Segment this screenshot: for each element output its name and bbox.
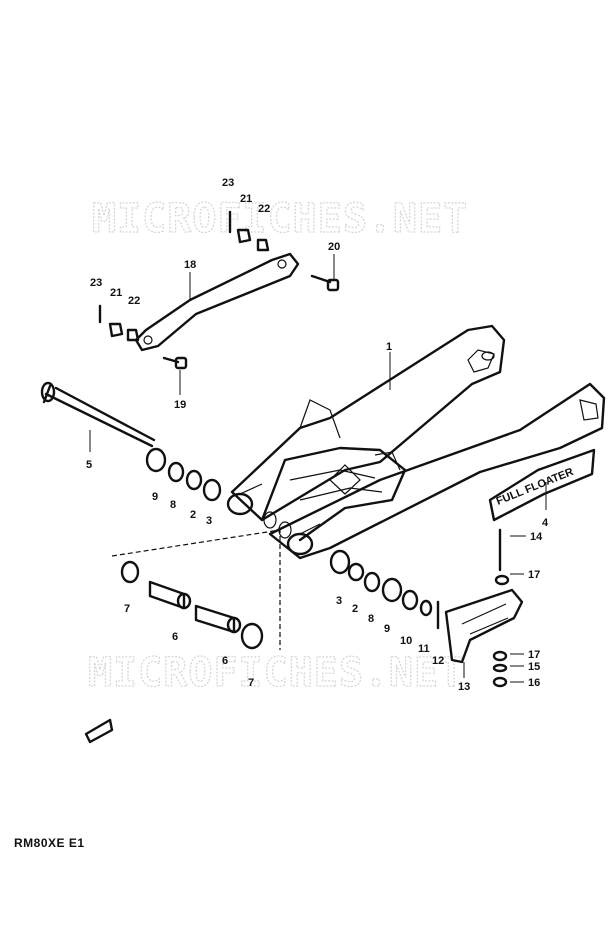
label-3b: 3 [336, 595, 342, 607]
label-17b: 17 [528, 649, 540, 661]
leader-lines [89, 254, 547, 683]
label-17a: 17 [528, 569, 540, 581]
swingarm-decal: FULL FLOATER [488, 448, 596, 522]
label-8a: 8 [170, 499, 176, 511]
label-12: 12 [432, 655, 444, 667]
watermark-top: MICROFICHES.NET [92, 196, 468, 242]
diagram-code: RM80XE E1 [14, 836, 85, 850]
label-20: 20 [328, 241, 340, 253]
label-2a: 2 [190, 509, 196, 521]
part-labels: 1 2 2 3 3 4 5 6 6 7 7 8 8 9 9 10 11 12 1… [86, 177, 549, 693]
label-5: 5 [86, 459, 92, 471]
label-21b: 21 [110, 287, 122, 299]
label-23a: 23 [222, 177, 234, 189]
fastener-set-upper [228, 210, 270, 252]
label-3a: 3 [206, 515, 212, 527]
swingarm [226, 324, 606, 560]
label-15: 15 [528, 661, 540, 673]
label-9a: 9 [152, 491, 158, 503]
label-21a: 21 [240, 193, 252, 205]
chain-buffer [444, 588, 524, 664]
label-11: 11 [418, 643, 430, 655]
label-4: 4 [542, 517, 549, 529]
label-2b: 2 [352, 603, 358, 615]
left-bushing-stack [145, 447, 222, 502]
bolt-20 [310, 274, 340, 292]
label-16: 16 [528, 677, 540, 689]
label-10: 10 [400, 635, 412, 647]
label-18: 18 [184, 259, 196, 271]
label-7a: 7 [124, 603, 130, 615]
lower-spacers [120, 560, 264, 650]
front-arrow-icon [84, 718, 114, 744]
label-22a: 22 [258, 203, 270, 215]
label-6a: 6 [172, 631, 178, 643]
label-1: 1 [386, 341, 392, 353]
right-bushing-stack [329, 549, 440, 630]
label-14: 14 [530, 531, 543, 543]
label-19: 19 [174, 399, 186, 411]
label-13: 13 [458, 681, 470, 693]
torque-link [134, 252, 300, 352]
label-9b: 9 [384, 623, 390, 635]
label-7b: 7 [248, 677, 254, 689]
label-8b: 8 [368, 613, 374, 625]
label-22b: 22 [128, 295, 140, 307]
watermark-bottom: MICROFICHES.NET [88, 650, 464, 696]
label-23b: 23 [90, 277, 102, 289]
bolt-19 [162, 356, 188, 370]
pivot-shaft [40, 381, 156, 448]
fastener-set-lower [98, 304, 140, 342]
label-6b: 6 [222, 655, 228, 667]
